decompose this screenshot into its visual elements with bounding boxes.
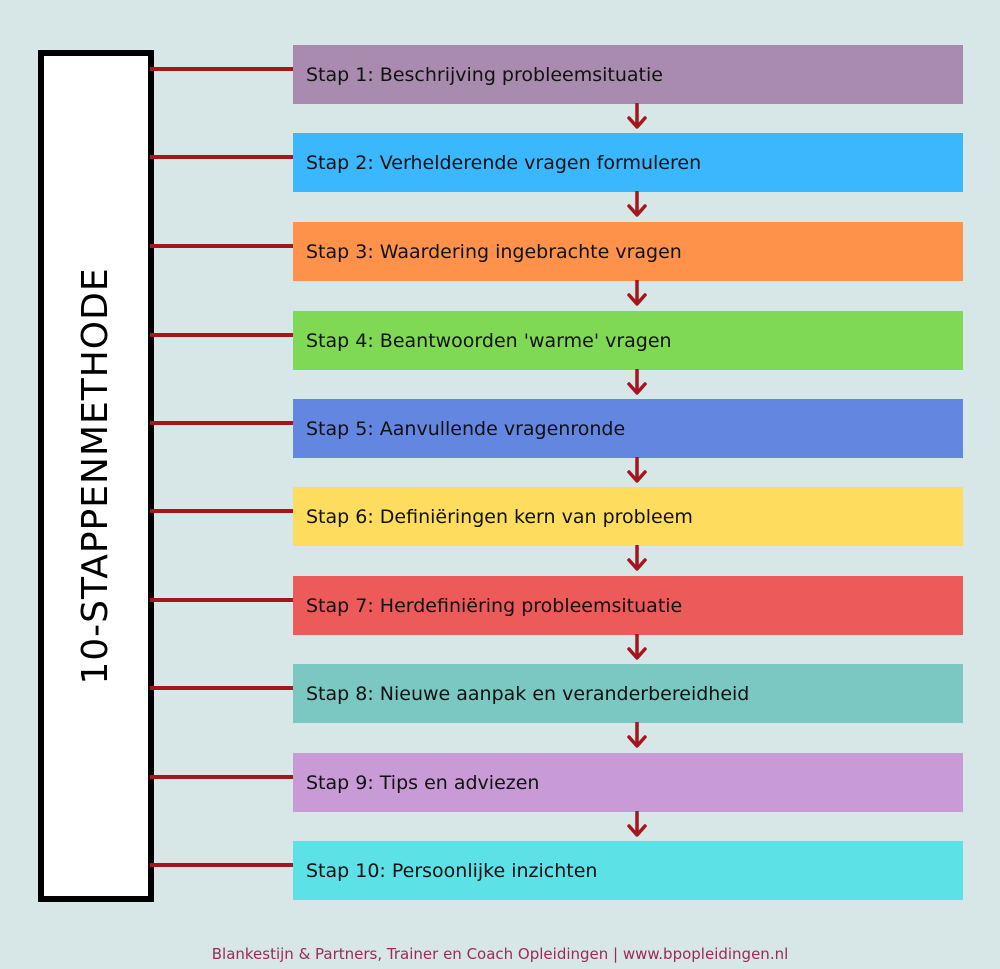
arrow-down-icon	[627, 103, 647, 129]
arrow-down-icon	[627, 545, 647, 571]
step-box-8: Stap 8: Nieuwe aanpak en veranderbereidh…	[293, 664, 963, 723]
arrow-down-icon	[627, 280, 647, 306]
arrow-down-icon	[627, 811, 647, 837]
connector-line-4	[150, 333, 293, 337]
footer-credit: Blankestijn & Partners, Trainer en Coach…	[211, 945, 789, 963]
connector-line-2	[150, 155, 293, 159]
connector-line-5	[150, 421, 293, 425]
step-label: Stap 10: Persoonlijke inzichten	[306, 859, 598, 882]
step-label: Stap 1: Beschrijving probleemsituatie	[306, 63, 663, 86]
step-box-10: Stap 10: Persoonlijke inzichten	[293, 841, 963, 900]
arrow-down-icon	[627, 634, 647, 660]
step-label: Stap 3: Waardering ingebrachte vragen	[306, 240, 682, 263]
title-box: 10-STAPPENMETHODE	[38, 50, 154, 902]
step-box-2: Stap 2: Verhelderende vragen formuleren	[293, 133, 963, 192]
step-label: Stap 7: Herdefiniëring probleemsituatie	[306, 594, 683, 617]
arrow-down-icon	[627, 722, 647, 748]
step-label: Stap 9: Tips en adviezen	[306, 771, 540, 794]
connector-line-3	[150, 244, 293, 248]
step-box-3: Stap 3: Waardering ingebrachte vragen	[293, 222, 963, 281]
step-box-7: Stap 7: Herdefiniëring probleemsituatie	[293, 576, 963, 635]
step-label: Stap 2: Verhelderende vragen formuleren	[306, 151, 702, 174]
step-label: Stap 6: Definiëringen kern van probleem	[306, 505, 693, 528]
step-box-9: Stap 9: Tips en adviezen	[293, 753, 963, 812]
arrow-down-icon	[627, 457, 647, 483]
connector-line-1	[150, 67, 293, 71]
step-box-1: Stap 1: Beschrijving probleemsituatie	[293, 45, 963, 104]
arrow-down-icon	[627, 369, 647, 395]
connector-line-7	[150, 598, 293, 602]
step-label: Stap 8: Nieuwe aanpak en veranderbereidh…	[306, 682, 750, 705]
diagram-title: 10-STAPPENMETHODE	[75, 267, 116, 685]
step-box-5: Stap 5: Aanvullende vragenronde	[293, 399, 963, 458]
arrow-down-icon	[627, 191, 647, 217]
step-box-4: Stap 4: Beantwoorden 'warme' vragen	[293, 311, 963, 370]
step-label: Stap 5: Aanvullende vragenronde	[306, 417, 626, 440]
connector-line-8	[150, 686, 293, 690]
step-label: Stap 4: Beantwoorden 'warme' vragen	[306, 329, 672, 352]
step-box-6: Stap 6: Definiëringen kern van probleem	[293, 487, 963, 546]
connector-line-6	[150, 509, 293, 513]
connector-line-10	[150, 863, 293, 867]
connector-line-9	[150, 775, 293, 779]
